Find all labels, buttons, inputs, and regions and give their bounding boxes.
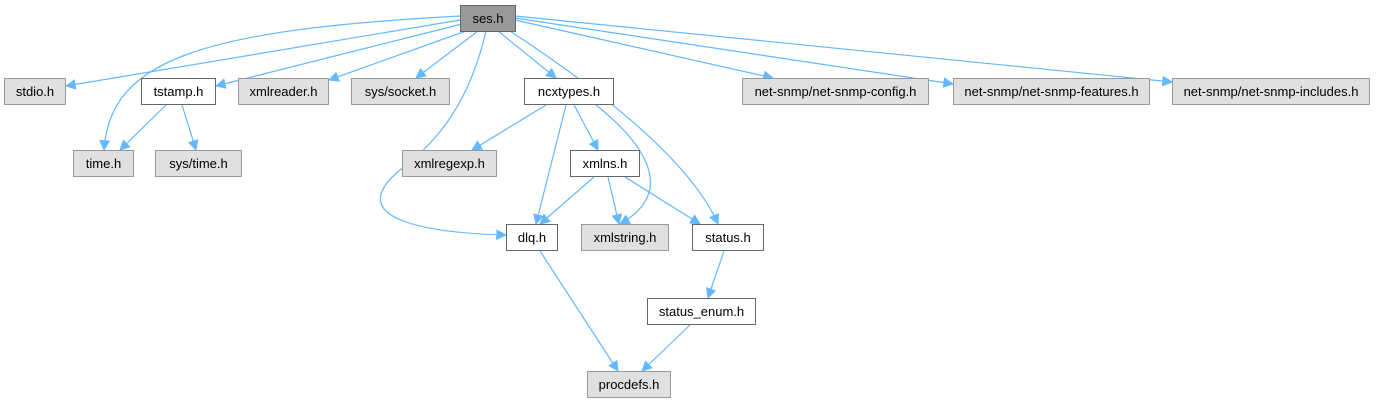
edge-xmlns-status — [624, 176, 701, 225]
edge-tstamp-time — [119, 104, 167, 151]
edge-ses-tstamp — [214, 23, 463, 89]
edge-ses-dlq — [379, 30, 508, 241]
edge-xmlns-xmlstring — [607, 176, 623, 226]
edge-status_enum-procdefs — [641, 324, 691, 372]
node-net-snmp-includes-h[interactable]: net-snmp/net-snmp-includes.h — [1172, 78, 1370, 105]
node-time-h[interactable]: time.h — [73, 150, 134, 177]
edge-ses-socket — [415, 30, 479, 79]
edge-ses-includes — [514, 15, 1174, 87]
node-xmlstring-h[interactable]: xmlstring.h — [581, 224, 669, 251]
edge-ses-stdio — [64, 19, 461, 90]
edge-ses-ncxtypes — [497, 30, 557, 79]
node-xmlregexp-h[interactable]: xmlregexp.h — [402, 150, 497, 177]
node-xmlreader-h[interactable]: xmlreader.h — [238, 78, 329, 105]
edge-tstamp-systime — [181, 104, 199, 152]
node-net-snmp-features-h[interactable]: net-snmp/net-snmp-features.h — [953, 78, 1150, 105]
node-sys-socket-h[interactable]: sys/socket.h — [351, 78, 450, 105]
edge-ses-xmlreader — [327, 30, 467, 82]
node-status-enum-h[interactable]: status_enum.h — [647, 298, 756, 325]
node-tstamp-h[interactable]: tstamp.h — [141, 78, 216, 105]
edge-ncxtypes-xmlns — [573, 104, 599, 151]
edge-ncxtypes-dlq — [533, 104, 567, 226]
edge-ncxtypes-xmlstring — [595, 104, 651, 225]
edge-ses-features — [514, 17, 955, 88]
node-ses-h[interactable]: ses.h — [460, 5, 516, 32]
node-sys-time-h[interactable]: sys/time.h — [155, 150, 242, 177]
edge-xmlns-dlq — [539, 176, 595, 225]
edge-dlq-procdefs — [539, 250, 619, 372]
node-status-h[interactable]: status.h — [692, 224, 764, 251]
edge-ses-config — [514, 19, 775, 82]
edge-status-status_enum — [706, 250, 725, 300]
node-procdefs-h[interactable]: procdefs.h — [587, 371, 671, 398]
node-xmlns-h[interactable]: xmlns.h — [570, 150, 640, 177]
edge-ses-time — [99, 15, 461, 152]
node-stdio-h[interactable]: stdio.h — [4, 78, 66, 105]
node-net-snmp-config-h[interactable]: net-snmp/net-snmp-config.h — [742, 78, 929, 105]
edge-ncxtypes-xmlregexp — [471, 104, 547, 151]
node-ncxtypes-h[interactable]: ncxtypes.h — [524, 78, 614, 105]
node-dlq-h[interactable]: dlq.h — [506, 224, 558, 251]
edge-ses-status — [509, 30, 720, 225]
